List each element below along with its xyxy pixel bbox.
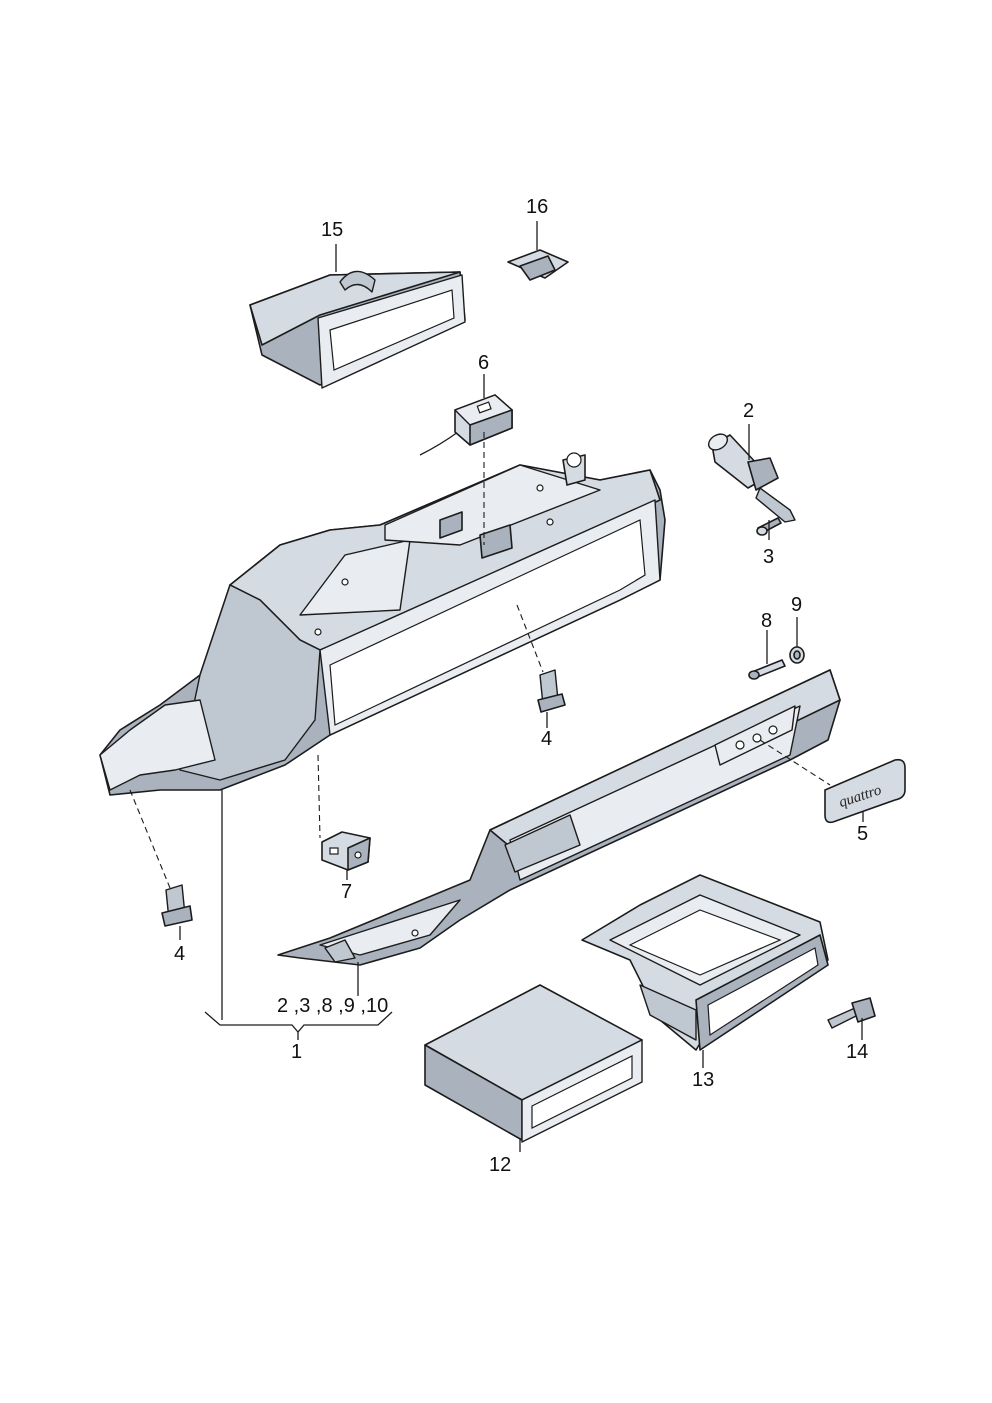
callout-15: 15 (321, 219, 343, 241)
callout-1: 1 (291, 1041, 302, 1063)
callout-12: 12 (489, 1154, 511, 1176)
assembly-lines (129, 432, 831, 889)
part-6-switch (419, 394, 513, 456)
part-16-clip (507, 249, 569, 281)
callout-7: 7 (341, 881, 352, 903)
part-7-clip (321, 831, 371, 871)
part-15-storage-compartment (249, 270, 466, 389)
callout-13: 13 (692, 1069, 714, 1091)
callout-4-left: 4 (174, 943, 185, 965)
callout-3: 3 (763, 546, 774, 568)
callout-14: 14 (846, 1041, 868, 1063)
part-5-emblem: quattro (824, 758, 906, 824)
part-8-pin (748, 659, 786, 680)
part-9-cap (789, 646, 805, 664)
callout-labels: 15 16 6 2 3 8 9 4 5 7 4 2 ,3 ,8 ,9 ,10 1… (174, 196, 868, 1176)
part-12-box (424, 984, 643, 1143)
part-13-bracket (581, 874, 829, 1051)
glove-box-lid (277, 669, 841, 966)
leader-lines (179, 221, 864, 1152)
part-4-screw-left (161, 884, 193, 927)
part-4-screw-center (537, 669, 566, 713)
callout-16: 16 (526, 196, 548, 218)
callout-8: 8 (761, 610, 772, 632)
part-14-screw (827, 997, 876, 1029)
callout-4-center: 4 (541, 728, 552, 750)
part-2-latch (707, 433, 796, 523)
callout-group-members: 2 ,3 ,8 ,9 ,10 (277, 995, 388, 1017)
callout-5: 5 (857, 823, 868, 845)
callout-6: 6 (478, 352, 489, 374)
part-1-glove-box-housing (99, 452, 666, 796)
callout-9: 9 (791, 594, 802, 616)
callout-2: 2 (743, 400, 754, 422)
